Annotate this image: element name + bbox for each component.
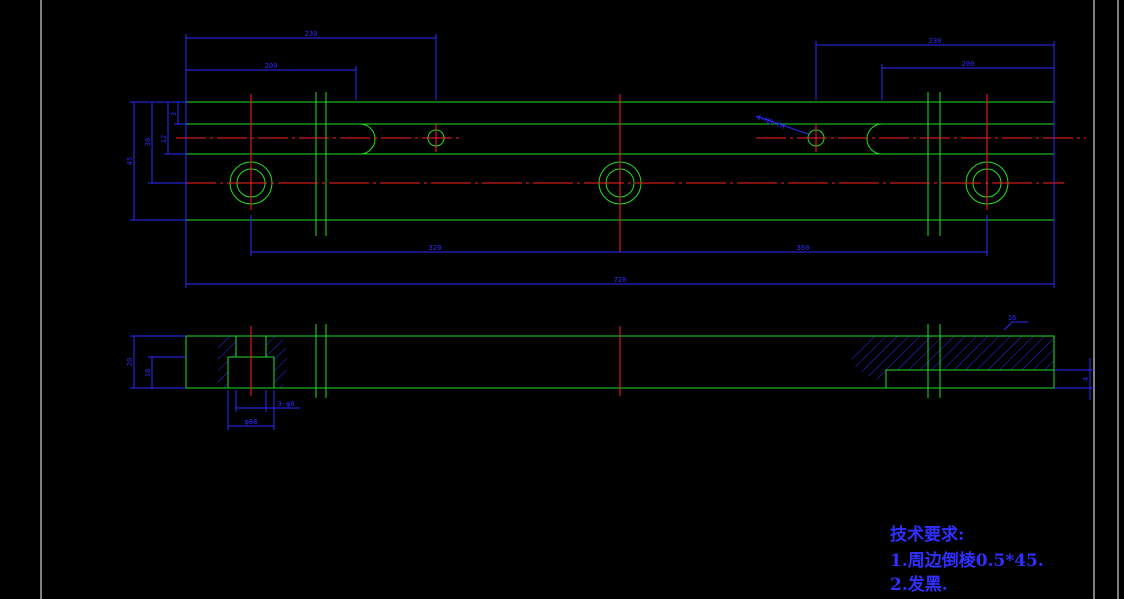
dim-3: 3 xyxy=(170,112,178,116)
drawing-frame xyxy=(40,0,1119,599)
dim-230-left: 230 xyxy=(305,30,318,38)
section-hatch-right xyxy=(851,336,1054,382)
dim-phi88: φ88 xyxy=(245,418,258,426)
centerlines-front xyxy=(250,326,621,396)
technical-requirements: 技术要求: 1.周边倒棱0.5*45. 2.发黑. xyxy=(890,524,1044,595)
dim-4: 4 xyxy=(1082,377,1090,381)
dim-360: 360 xyxy=(797,244,810,252)
dim-3-phi8: 3-φ8 xyxy=(278,400,295,408)
dimensions-top xyxy=(130,34,1055,288)
notes-line-2: 2.发黑. xyxy=(890,574,948,595)
dim-200-right: 200 xyxy=(962,60,975,68)
dim-hole-note: 4-M8-7H xyxy=(755,113,785,131)
dim-200-left: 200 xyxy=(265,62,278,70)
top-view: 230 200 230 200 320 360 720 45 30 12 3 4… xyxy=(126,30,1086,288)
notes-line-1: 1.周边倒棱0.5*45. xyxy=(890,550,1044,571)
dimensions-front xyxy=(130,321,1094,430)
centerlines-top xyxy=(176,94,1086,252)
section-hatch-left xyxy=(218,336,287,388)
dim-20: 20 xyxy=(126,358,134,366)
roughness-16: 16 xyxy=(1008,314,1016,322)
dim-230-right: 230 xyxy=(929,37,942,45)
break-lines-top xyxy=(315,92,941,236)
dim-30: 30 xyxy=(144,138,152,146)
dim-320: 320 xyxy=(429,244,442,252)
dim-45: 45 xyxy=(126,157,134,165)
dim-12: 12 xyxy=(160,135,168,143)
notes-title: 技术要求: xyxy=(890,524,964,545)
front-view: 20 10 3-φ8 φ88 16 4 xyxy=(126,314,1094,430)
dim-720: 720 xyxy=(614,276,627,284)
dim-10: 10 xyxy=(144,369,152,377)
break-lines-front xyxy=(315,324,941,398)
